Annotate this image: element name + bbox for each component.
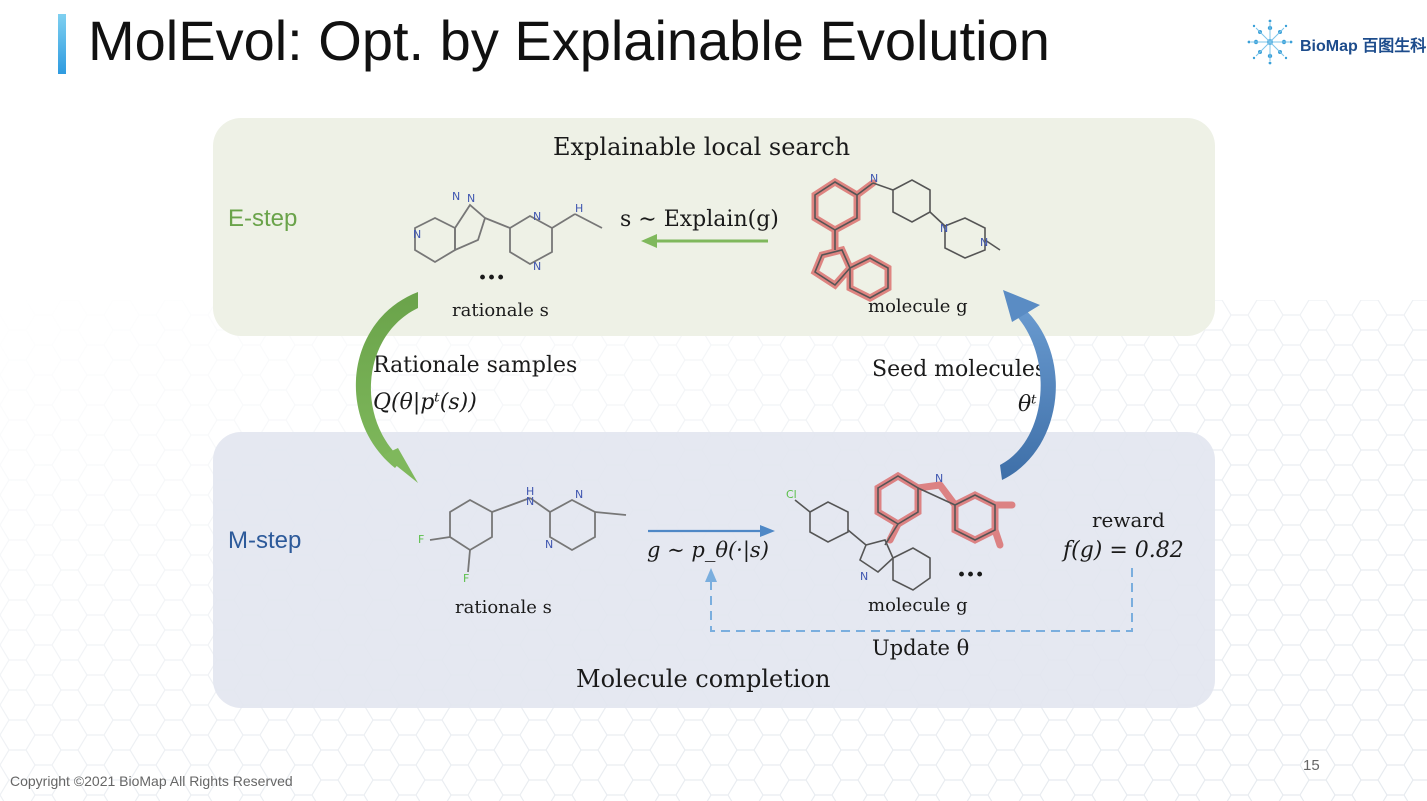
explain-formula: s ∼ Explain(g) [620, 207, 779, 232]
m-step-panel [213, 432, 1215, 708]
svg-text:N: N [526, 495, 534, 508]
e-step-label: E-step [228, 205, 298, 232]
svg-text:N: N [980, 236, 988, 249]
svg-text:H: H [526, 485, 534, 498]
svg-text:H: H [575, 202, 583, 215]
update-theta-dashed-arrow-icon [710, 568, 1133, 632]
e-step-heading: Explainable local search [553, 133, 851, 161]
svg-text:N: N [935, 472, 943, 485]
seed-molecules-curved-arrow-icon [1000, 290, 1056, 480]
e-molecule-g-icon: N N N [810, 172, 1001, 302]
m-ellipsis: ··· [957, 560, 985, 590]
seed-molecules-formula: θᵗ [1018, 392, 1037, 417]
page-number: 15 [1303, 757, 1320, 774]
generate-arrow-icon [648, 525, 775, 537]
e-ellipsis: ··· [478, 263, 506, 293]
m-molecule-g-icon: N Cl N [786, 471, 1016, 591]
e-rationale-caption: rationale s [452, 300, 549, 321]
logo-text: BioMap 百图生科 [1300, 38, 1427, 55]
svg-text:Cl: Cl [786, 488, 797, 501]
update-theta-label: Update θ [872, 636, 970, 660]
biomap-logo-icon [1247, 19, 1293, 65]
m-molecule-caption: molecule g [868, 595, 968, 616]
svg-text:N: N [940, 222, 948, 235]
svg-text:N: N [533, 260, 541, 273]
svg-text:N: N [870, 172, 878, 185]
reward-formula: f(g) = 0.82 [1063, 538, 1184, 563]
svg-text:F: F [463, 572, 469, 585]
svg-text:N: N [452, 190, 460, 203]
reward-label: reward [1092, 508, 1165, 532]
seed-molecules-label: Seed molecules [872, 357, 1047, 382]
m-rationale-molecule-icon [429, 497, 627, 573]
e-rationale-molecule-icon [414, 203, 603, 266]
m-rationale-caption: rationale s [455, 597, 552, 618]
svg-text:N: N [860, 570, 868, 583]
copyright-footer: Copyright ©2021 BioMap All Rights Reserv… [10, 773, 293, 789]
m-step-label: M-step [228, 527, 302, 554]
svg-text:N: N [413, 228, 421, 241]
e-molecule-caption: molecule g [868, 296, 968, 317]
slide-title: MolEvol: Opt. by Explainable Evolution [88, 9, 1050, 72]
m-step-heading: Molecule completion [576, 665, 831, 693]
svg-text:N: N [575, 488, 583, 501]
title-accent-bar [58, 14, 66, 74]
rationale-samples-formula: Q(θ|pᵗ(s)) [373, 390, 477, 415]
svg-text:F: F [418, 533, 424, 546]
explain-arrow-icon [641, 234, 768, 248]
rationale-samples-curved-arrow-icon [355, 292, 418, 483]
svg-text:N: N [545, 538, 553, 551]
complete-formula: g ∼ p_θ(·|s) [647, 538, 769, 562]
svg-text:N: N [467, 192, 475, 205]
svg-text:N: N [533, 210, 541, 223]
rationale-samples-label: Rationale samples [373, 353, 578, 378]
e-step-panel [213, 118, 1215, 336]
